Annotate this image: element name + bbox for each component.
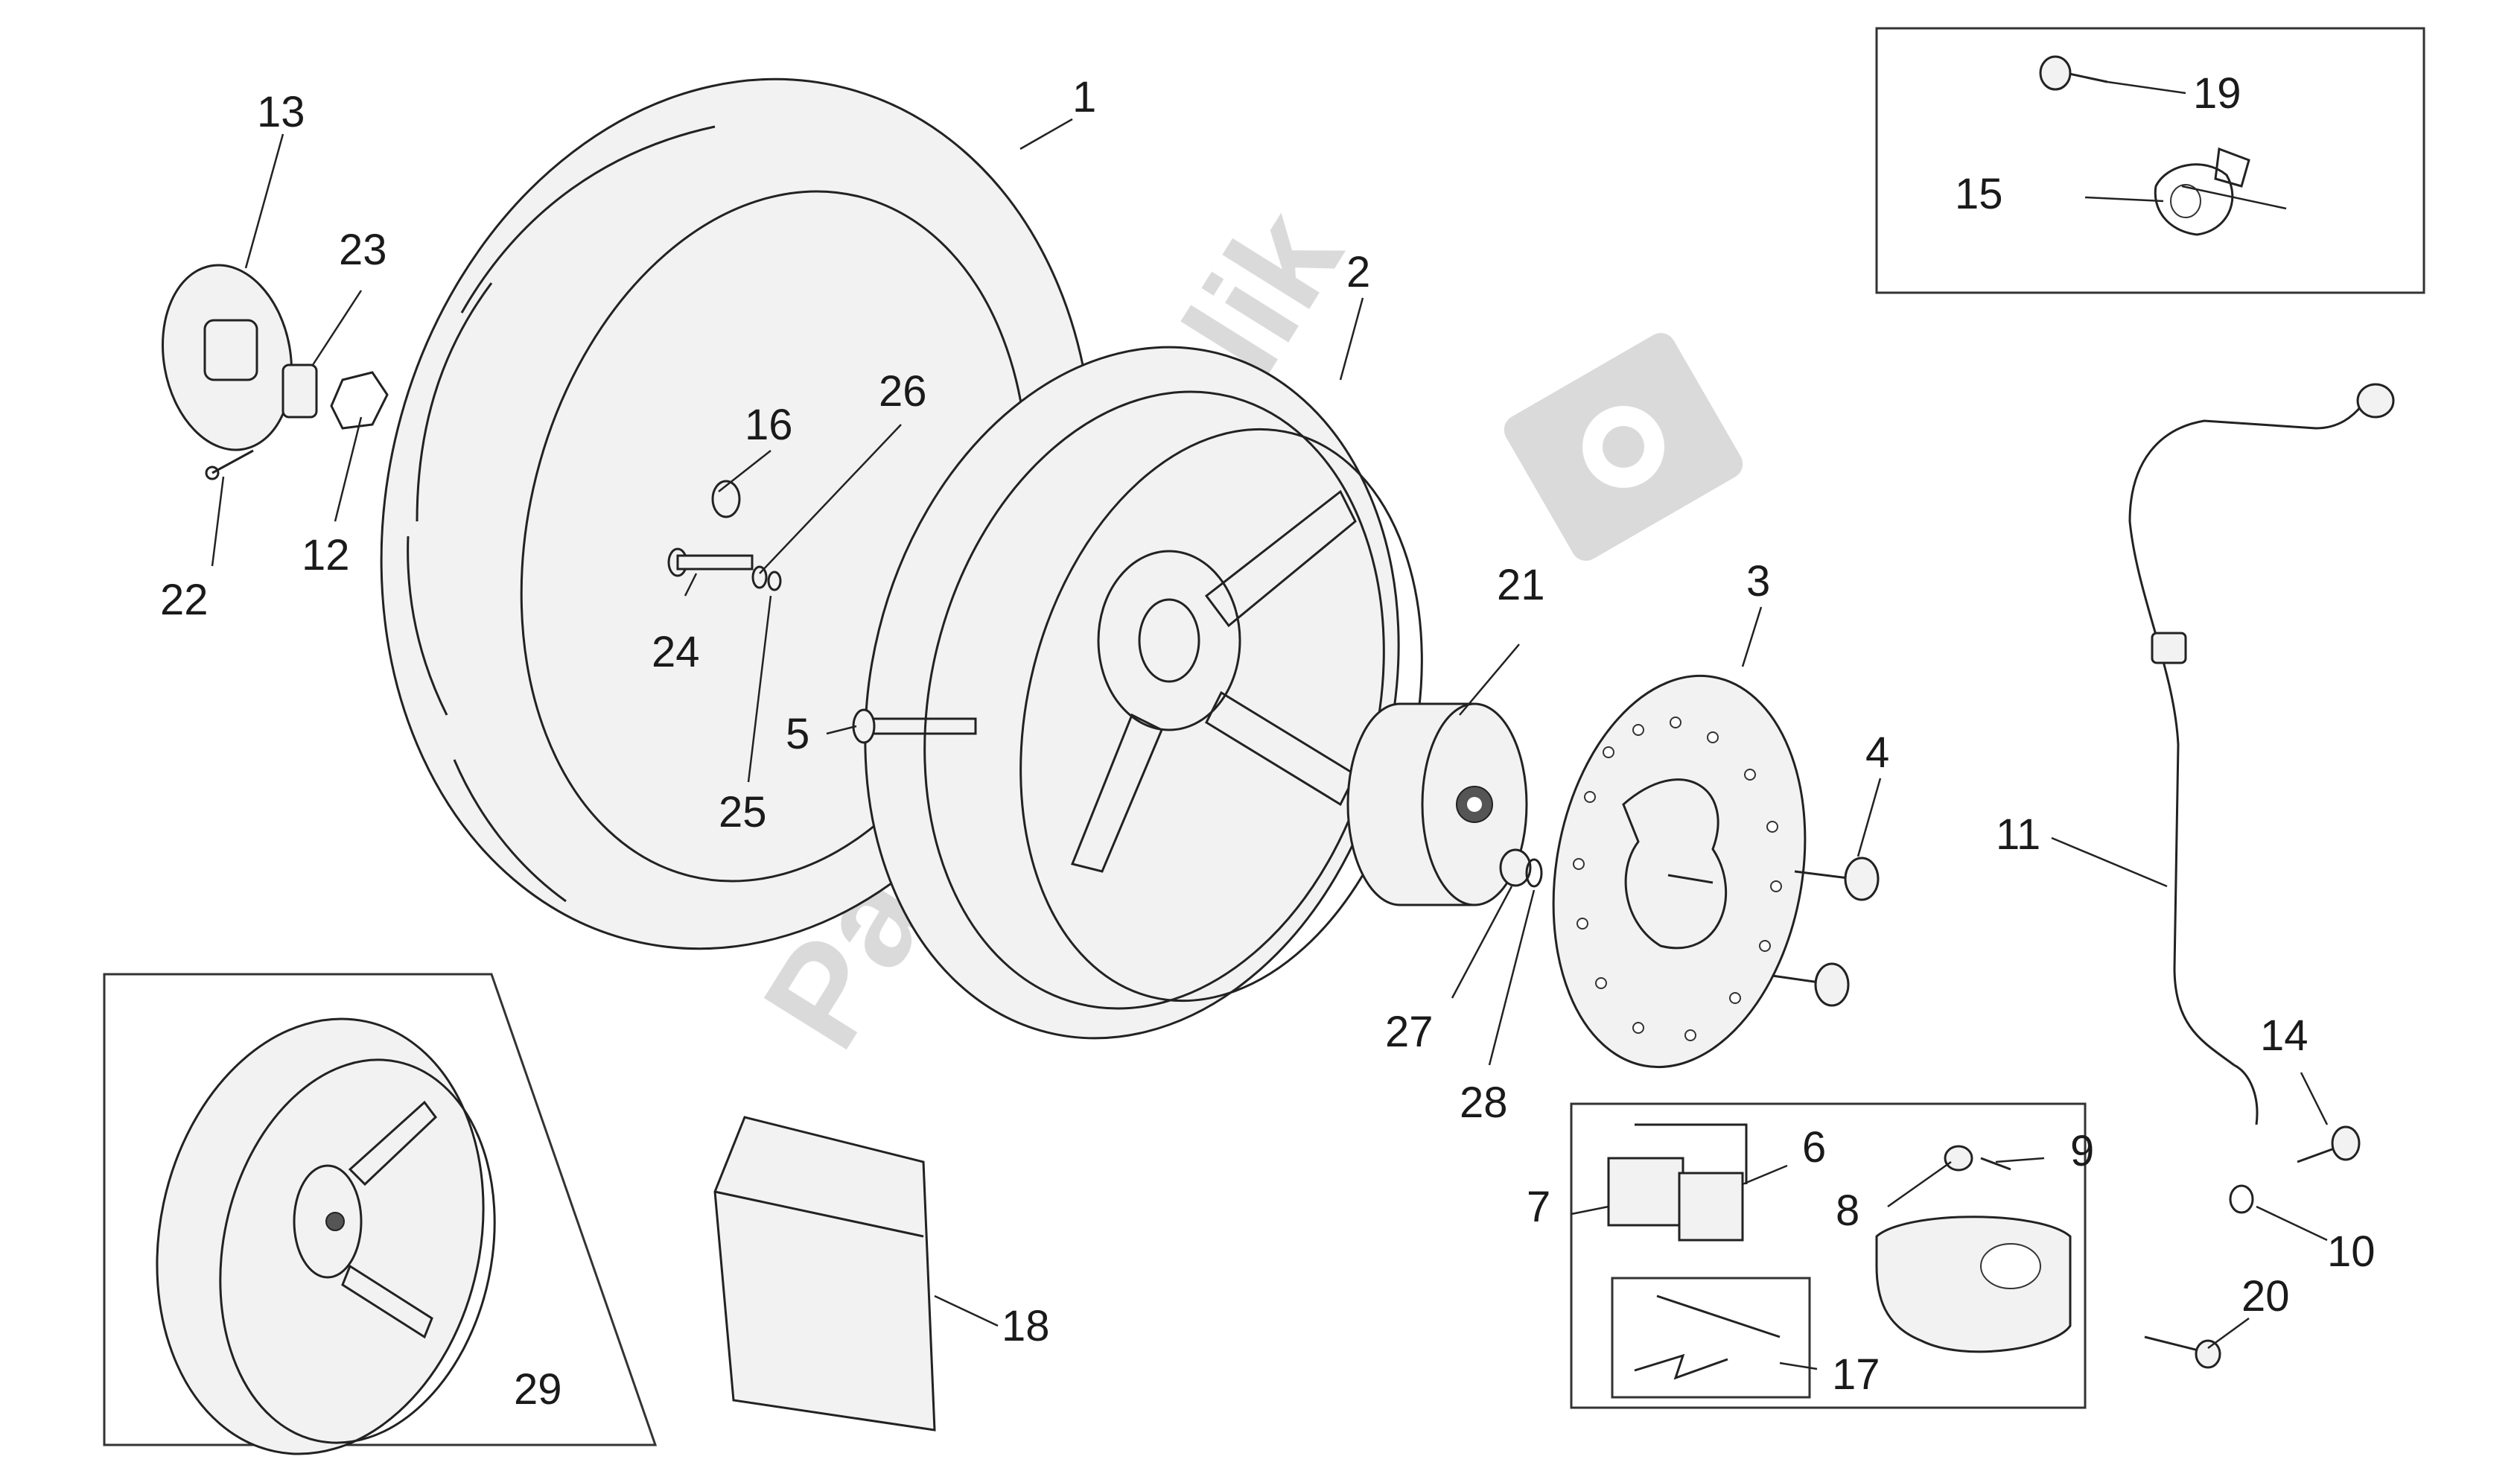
callout-3: 3	[1746, 557, 1770, 606]
callout-17: 17	[1832, 1350, 1880, 1399]
callout-7: 7	[1527, 1183, 1550, 1231]
brake-disc	[1552, 674, 1807, 1069]
callout-29: 29	[514, 1365, 562, 1414]
brake-hose	[2128, 383, 2395, 1125]
callout-12: 12	[302, 531, 350, 579]
leader-lines	[211, 80, 2329, 1370]
callout-28: 28	[1460, 1078, 1508, 1127]
callout-26: 26	[879, 367, 927, 416]
banjo-bolt	[2229, 1125, 2361, 1214]
callout-14: 14	[2260, 1011, 2309, 1060]
callout-1: 1	[1072, 73, 1096, 121]
rim	[864, 346, 1423, 1040]
callout-4: 4	[1865, 728, 1889, 777]
callout-25: 25	[719, 788, 767, 836]
speedometer-drive	[162, 264, 389, 480]
callout-22: 22	[160, 576, 209, 624]
watermark-gear-icon	[1504, 333, 1743, 561]
callout-15: 15	[1955, 170, 2003, 218]
manual-booklet	[713, 1116, 936, 1432]
callout-2: 2	[1346, 248, 1370, 296]
callout-21: 21	[1497, 561, 1545, 609]
callout-6: 6	[1802, 1123, 1826, 1172]
wheel-bolt	[667, 480, 782, 591]
axle-nut	[1499, 848, 1543, 888]
clamp-box	[1875, 27, 2425, 294]
callout-labels: 1 2 3 4 5 6 7 8 9 10 11 12 13 14 15 16 1…	[160, 69, 2376, 1414]
callout-24: 24	[652, 628, 700, 676]
caliper-bolt	[2144, 1335, 2221, 1369]
callout-5: 5	[786, 710, 809, 758]
caliper-box	[1570, 1102, 2087, 1409]
callout-20: 20	[2241, 1272, 2290, 1321]
callout-23: 23	[339, 226, 387, 274]
callout-9: 9	[2070, 1127, 2094, 1175]
callout-8: 8	[1836, 1186, 1859, 1235]
complete-wheel-box	[103, 973, 658, 1455]
callout-16: 16	[745, 401, 793, 449]
callout-11: 11	[1996, 810, 2040, 859]
callout-13: 13	[257, 88, 305, 136]
callout-19: 19	[2193, 69, 2241, 118]
callout-27: 27	[1385, 1008, 1434, 1056]
hub	[1346, 702, 1528, 906]
callout-10: 10	[2327, 1227, 2376, 1276]
valve	[852, 708, 977, 744]
disc-bolts	[1667, 857, 1880, 1007]
callout-18: 18	[1002, 1302, 1050, 1350]
